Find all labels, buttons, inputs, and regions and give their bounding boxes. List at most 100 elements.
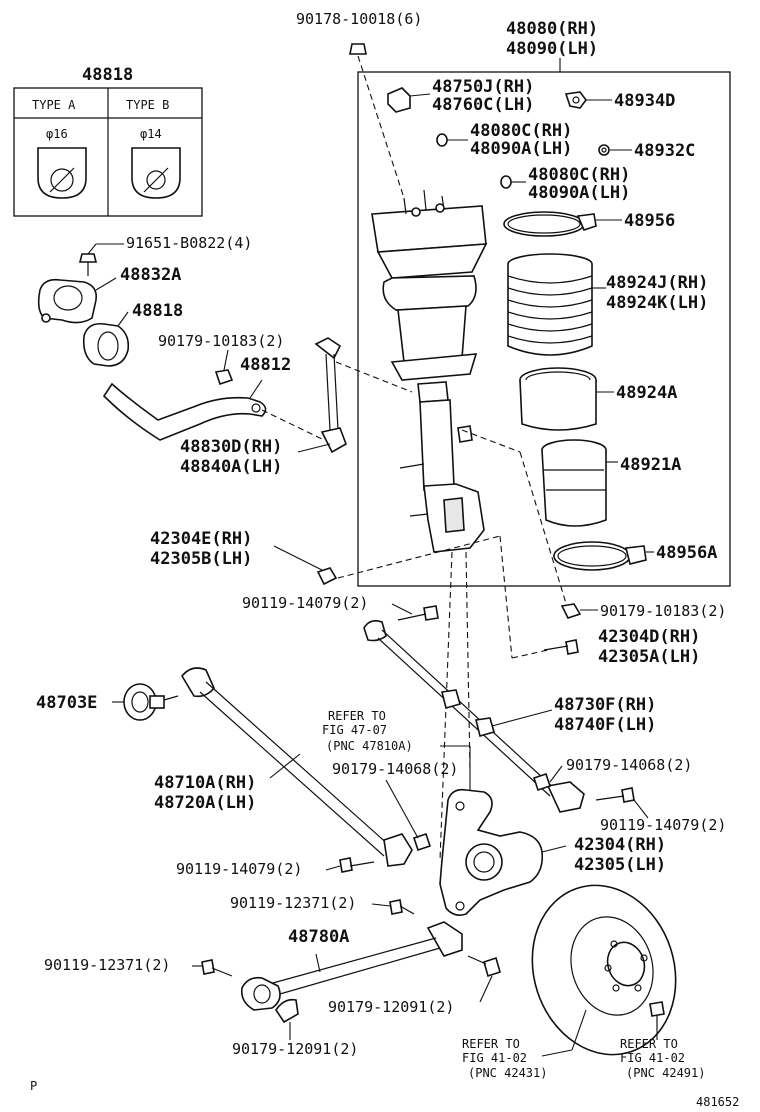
arm-48710a-icon	[181, 667, 413, 867]
oring-48080c-b-icon	[500, 175, 512, 189]
label-48760c: 48760C(LH)	[432, 95, 534, 115]
label-48730f: 48730F(RH)	[554, 695, 656, 715]
label-90179-14068-b: 90179-14068(2)	[566, 756, 692, 774]
bracket-48934d-icon	[564, 91, 612, 109]
nut-42304e-icon	[273, 545, 338, 586]
bolt-90119-14079a-icon	[391, 603, 439, 621]
label-90178: 90178-10018(6)	[296, 10, 422, 28]
label-refer-41-02-b3: (PNC 42491)	[626, 1066, 705, 1080]
label-90119-14079-b: 90119-14079(2)	[600, 816, 726, 834]
bolt-42304d-icon	[543, 639, 579, 655]
nut-90179-12091a-icon	[467, 955, 501, 1003]
bushing-type-b-icon	[131, 147, 181, 199]
label-refer-47-07-c: (PNC 47810A)	[326, 739, 413, 753]
label-48780a: 48780A	[288, 927, 349, 947]
label-48956a: 48956A	[656, 543, 717, 563]
label-48710a: 48710A(RH)	[154, 773, 256, 793]
clamp-48956a-icon	[553, 541, 654, 571]
link-48830d-icon	[261, 337, 347, 454]
bolt-90119-12371a-icon	[371, 899, 415, 915]
label-48750j: 48750J(RH)	[432, 77, 534, 97]
label-90119-12371-b: 90119-12371(2)	[44, 956, 170, 974]
label-42304: 42304(RH)	[574, 835, 666, 855]
bushing-48703e-icon	[112, 683, 179, 721]
label-refer-41-02-b1: REFER TO	[620, 1037, 678, 1051]
label-90179-10183-b: 90179-10183(2)	[600, 602, 726, 620]
label-48924j: 48924J(RH)	[606, 273, 708, 293]
drawing-number: 481652	[696, 1095, 739, 1109]
bolt-90119-14079b-icon	[595, 787, 649, 819]
nut-90179-14068b-icon	[532, 765, 563, 792]
label-48830d: 48830D(RH)	[180, 437, 282, 457]
label-48818-top: 48818	[82, 65, 133, 85]
bracket-48832a-icon	[37, 277, 117, 324]
label-phi16: φ16	[46, 127, 68, 141]
label-48840a: 48840A(LH)	[180, 457, 282, 477]
clamp-48956-icon	[503, 211, 622, 237]
label-48090-lh: 48090(LH)	[506, 39, 598, 59]
bushing-48818-icon	[82, 311, 130, 367]
bolt-90119-12371b-icon	[192, 959, 233, 977]
label-42305a: 42305A(LH)	[598, 647, 700, 667]
arm-48780a-icon	[240, 921, 463, 1011]
label-90119-14079-a: 90119-14079(2)	[242, 594, 368, 612]
label-48080-rh: 48080(RH)	[506, 19, 598, 39]
label-type-a: TYPE A	[32, 98, 76, 112]
arm-48730f-icon	[363, 620, 585, 813]
label-42304e: 42304E(RH)	[150, 529, 252, 549]
label-48812: 48812	[240, 355, 291, 375]
brake-rotor-icon	[531, 884, 677, 1056]
label-42305: 42305(LH)	[574, 855, 666, 875]
label-91651: 91651-B0822(4)	[126, 234, 252, 252]
label-48934d: 48934D	[614, 91, 675, 111]
cylinder-48921a-icon	[541, 439, 618, 527]
top-nut-icon	[349, 43, 405, 199]
strut-assembly-box	[357, 71, 731, 587]
label-42305b: 42305B(LH)	[150, 549, 252, 569]
label-refer-41-02-a1: REFER TO	[462, 1037, 520, 1051]
label-48703e: 48703E	[36, 693, 97, 713]
nut-90179-10183a-icon	[214, 349, 234, 386]
label-48090a-b: 48090A(LH)	[528, 183, 630, 203]
oring-48080c-a-icon	[436, 133, 448, 147]
bushing-type-a-icon	[37, 147, 87, 199]
label-90179-12091-a: 90179-12091(2)	[328, 998, 454, 1016]
strut-upper-mount-icon	[371, 189, 488, 279]
label-90179-12091-b: 90179-12091(2)	[232, 1040, 358, 1058]
bolt-90119-14079c-icon	[325, 857, 375, 873]
screw-42491-icon	[649, 1001, 665, 1040]
washer-48932c-icon	[598, 144, 610, 156]
label-90119-14079-c: 90119-14079(2)	[176, 860, 302, 878]
corner-mark: P	[30, 1079, 37, 1093]
label-48921a: 48921A	[620, 455, 681, 475]
label-refer-47-07-b: FIG 47-07	[322, 723, 387, 737]
label-refer-41-02-b2: FIG 41-02	[620, 1051, 685, 1065]
stabilizer-bar-icon	[102, 379, 267, 441]
label-48080c-a: 48080C(RH)	[470, 121, 572, 141]
label-phi14: φ14	[140, 127, 162, 141]
sleeve-48924a-icon	[519, 367, 614, 431]
label-refer-41-02-a3: (PNC 42431)	[468, 1066, 547, 1080]
nut-48750-icon	[387, 87, 431, 113]
label-48818: 48818	[132, 301, 183, 321]
label-refer-41-02-a2: FIG 41-02	[462, 1051, 527, 1065]
label-42304d: 42304D(RH)	[598, 627, 700, 647]
label-48080c-b: 48080C(RH)	[528, 165, 630, 185]
boot-48924j-icon	[507, 253, 606, 356]
label-48924a: 48924A	[616, 383, 677, 403]
shock-absorber-icon	[399, 381, 485, 553]
bolt-91651-icon	[78, 243, 124, 276]
knuckle-42304-icon	[439, 788, 567, 916]
label-refer-47-07-a: REFER TO	[328, 709, 386, 723]
label-48832a: 48832A	[120, 265, 181, 285]
bushing-type-table	[13, 87, 203, 217]
label-90119-12371-a: 90119-12371(2)	[230, 894, 356, 912]
label-48924k: 48924K(LH)	[606, 293, 708, 313]
label-48090a-a: 48090A(LH)	[470, 139, 572, 159]
label-90179-14068-a: 90179-14068(2)	[332, 760, 458, 778]
label-48720a: 48720A(LH)	[154, 793, 256, 813]
label-90179-10183-a: 90179-10183(2)	[158, 332, 284, 350]
nut-90179-12091b-icon	[275, 998, 299, 1040]
air-spring-body-icon	[382, 275, 478, 381]
